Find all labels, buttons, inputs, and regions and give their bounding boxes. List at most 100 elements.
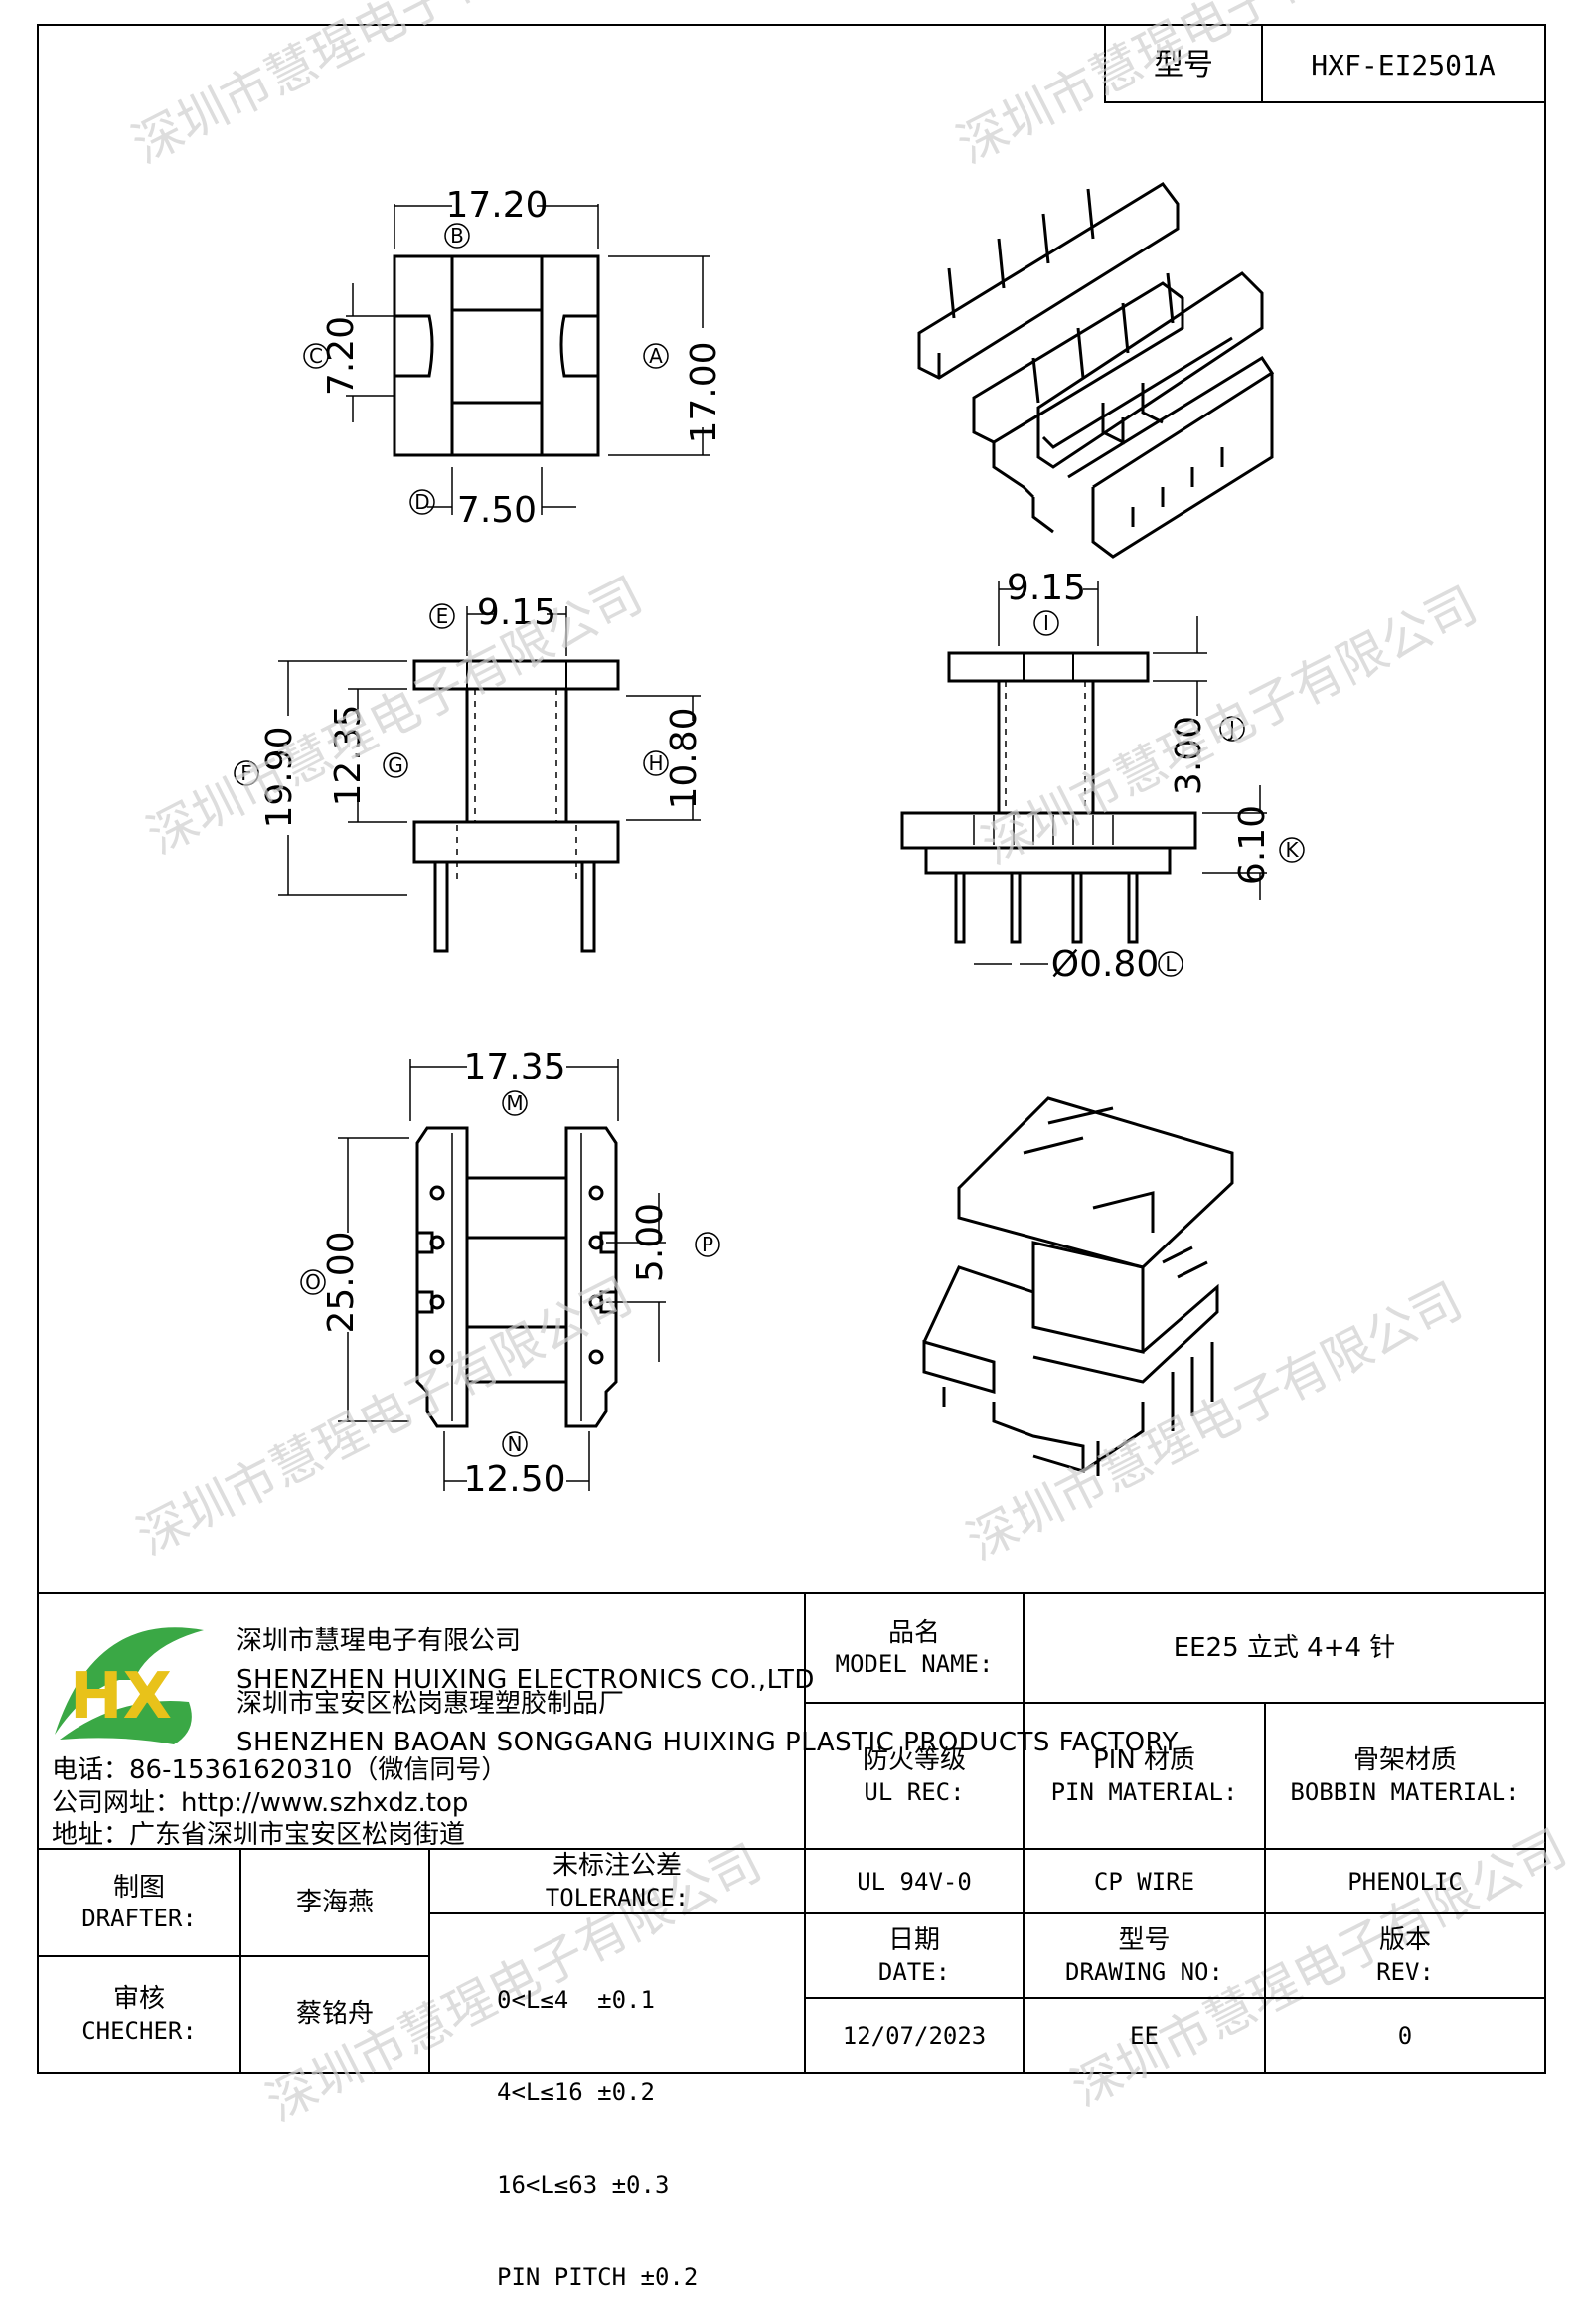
date-cn: 日期: [887, 1925, 940, 1956]
factory-name-cn: 深圳市宝安区松岗惠瑆塑胶制品厂: [237, 1689, 625, 1719]
date-value: 12/07/2023: [842, 2021, 987, 2050]
watermark-5: 深圳市慧瑆电子有限公司: [128, 1266, 641, 1566]
drafter-cn: 制图: [112, 1872, 165, 1903]
pin-en: PIN MATERIAL:: [1050, 1777, 1238, 1806]
header-box: [1104, 24, 1546, 103]
checker-name: 蔡铭舟: [295, 1999, 374, 2030]
tag-i: I: [1043, 611, 1049, 635]
checker-name-cell: 蔡铭舟: [240, 1956, 429, 2073]
dim-front-total: 19.90: [259, 726, 300, 828]
watermark-1: 深圳市慧瑆电子有限公司: [123, 0, 636, 175]
watermark-3: 深圳市慧瑆电子有限公司: [138, 566, 651, 865]
company-phone: 电话：86-15361620310（微信同号）: [52, 1755, 508, 1785]
dim-side-top: 3.00: [1169, 716, 1209, 795]
tag-o: O: [305, 1270, 321, 1294]
dim-top-slot: 7.20: [321, 316, 362, 396]
tolerance-line: 16<L≤63 ±0.3: [497, 2171, 670, 2199]
title-block-grid: [38, 1592, 1545, 2073]
pin-material-label: PIN 材质 PIN MATERIAL:: [1024, 1703, 1265, 1849]
drawing-sheet: 型号 HXF-EI2501A 17.20 B 17.00 A 7.20 C: [37, 0, 1576, 2291]
tag-a: A: [649, 344, 663, 368]
tag-f: F: [240, 761, 252, 785]
company-address: 地址：广东省深圳市宝安区松岗街道: [52, 1820, 466, 1850]
rev-value-cell: 0: [1265, 1998, 1545, 2073]
tag-j: J: [1227, 717, 1235, 741]
header-model-label: 型号: [1154, 48, 1213, 83]
drawing-no-cn: 型号: [1118, 1925, 1171, 1956]
tag-k: K: [1285, 838, 1299, 862]
dim-bottom-length: 25.00: [321, 1231, 362, 1333]
dim-side-base: 6.10: [1232, 805, 1273, 885]
bobbin-value-cell: PHENOLIC: [1265, 1849, 1545, 1913]
tag-m: M: [506, 1091, 523, 1115]
header-model-value: HXF-EI2501A: [1311, 49, 1496, 82]
dim-side-pin: Ø0.80: [1051, 944, 1160, 985]
drafter-name-cell: 李海燕: [240, 1849, 429, 1956]
company-name-cn: 深圳市慧瑆电子有限公司: [237, 1626, 522, 1656]
drawing-no-value-cell: EE: [1024, 1998, 1265, 2073]
checker-cn: 审核: [112, 1984, 165, 2015]
model-name-label: 品名 MODEL NAME:: [805, 1593, 1024, 1703]
checker-label: 审核 CHECHER:: [38, 1956, 240, 2073]
iso-view-bottom: [922, 1096, 1234, 1476]
model-name-value: EE25 立式 4+4 针: [1173, 1632, 1396, 1663]
side-view: [900, 581, 1267, 965]
watermark-2: 深圳市慧瑆电子有限公司: [948, 0, 1461, 175]
dim-front-inner: 10.80: [664, 707, 705, 809]
model-name-en: MODEL NAME:: [835, 1650, 994, 1679]
fire-value-cell: UL 94V-0: [805, 1849, 1024, 1913]
date-en: DATE:: [877, 1957, 951, 1986]
pin-value: CP WIRE: [1093, 1867, 1195, 1896]
date-value-cell: 12/07/2023: [805, 1998, 1024, 2073]
drafter-en: DRAFTER:: [81, 1905, 197, 1933]
tag-d: D: [414, 490, 429, 514]
fire-cn: 防火等级: [862, 1745, 966, 1776]
tag-p: P: [702, 1233, 713, 1256]
technical-drawing: 型号 HXF-EI2501A 17.20 B 17.00 A 7.20 C: [37, 0, 1576, 2126]
fire-value: UL 94V-0: [857, 1867, 972, 1896]
dim-bottom-inner: 12.50: [463, 1459, 565, 1500]
tolerance-cn: 未标注公差: [552, 1851, 682, 1882]
bobbin-material-label: 骨架材质 BOBBIN MATERIAL:: [1265, 1703, 1545, 1849]
dim-bottom-width: 17.35: [463, 1047, 565, 1087]
drawing-no-label: 型号 DRAWING NO:: [1024, 1913, 1265, 1998]
tag-g: G: [388, 753, 403, 777]
rev-cn: 版本: [1378, 1925, 1431, 1956]
model-name-value-cell: EE25 立式 4+4 针: [1024, 1593, 1545, 1703]
rev-value: 0: [1397, 2021, 1413, 2050]
fire-en: UL REC:: [864, 1777, 965, 1806]
drawing-no-value: EE: [1130, 2021, 1159, 2050]
tag-e: E: [436, 604, 449, 628]
company-name-en: SHENZHEN HUIXING ELECTRONICS CO.,LTD: [237, 1665, 815, 1695]
bobbin-value: PHENOLIC: [1347, 1867, 1463, 1896]
drafter-label: 制图 DRAFTER:: [38, 1849, 240, 1956]
iso-view-top: [917, 182, 1275, 559]
pin-value-cell: CP WIRE: [1024, 1849, 1265, 1913]
bobbin-cn: 骨架材质: [1352, 1745, 1457, 1776]
tolerance-en: TOLERANCE:: [545, 1883, 690, 1911]
bottom-view: [338, 1059, 666, 1491]
dim-front-flange: 9.15: [477, 592, 556, 633]
tolerance-line: 4<L≤16 ±0.2: [497, 2078, 655, 2106]
logo-h: HX: [70, 1660, 172, 1734]
tag-b: B: [450, 224, 464, 248]
dim-top-height: 17.00: [684, 341, 724, 443]
drawing-no-en: DRAWING NO:: [1065, 1957, 1223, 1986]
tag-h: H: [648, 751, 663, 775]
tag-n: N: [508, 1432, 523, 1456]
model-name-cn: 品名: [887, 1617, 940, 1648]
dim-top-width: 17.20: [445, 185, 548, 226]
rev-en: REV:: [1376, 1957, 1434, 1986]
tolerance-list: 0<L≤4 ±0.1 4<L≤16 ±0.2 16<L≤63 ±0.3 PIN …: [497, 1923, 795, 2324]
company-logo: HX: [55, 1627, 204, 1744]
bobbin-en: BOBBIN MATERIAL:: [1290, 1777, 1520, 1806]
tolerance-label: 未标注公差 TOLERANCE:: [429, 1849, 805, 1913]
watermark-4: 深圳市慧瑆电子有限公司: [973, 576, 1486, 875]
checker-en: CHECHER:: [81, 2016, 197, 2045]
tolerance-line: 0<L≤4 ±0.1: [497, 1986, 655, 2014]
fire-rating-label: 防火等级 UL REC:: [805, 1703, 1024, 1849]
tolerance-line: PIN PITCH ±0.2: [497, 2263, 699, 2291]
factory-name-en: SHENZHEN BAOAN SONGGANG HUIXING PLASTIC …: [237, 1728, 1179, 1757]
dim-top-center: 7.50: [457, 490, 537, 531]
sheet-border: [37, 24, 1546, 2074]
